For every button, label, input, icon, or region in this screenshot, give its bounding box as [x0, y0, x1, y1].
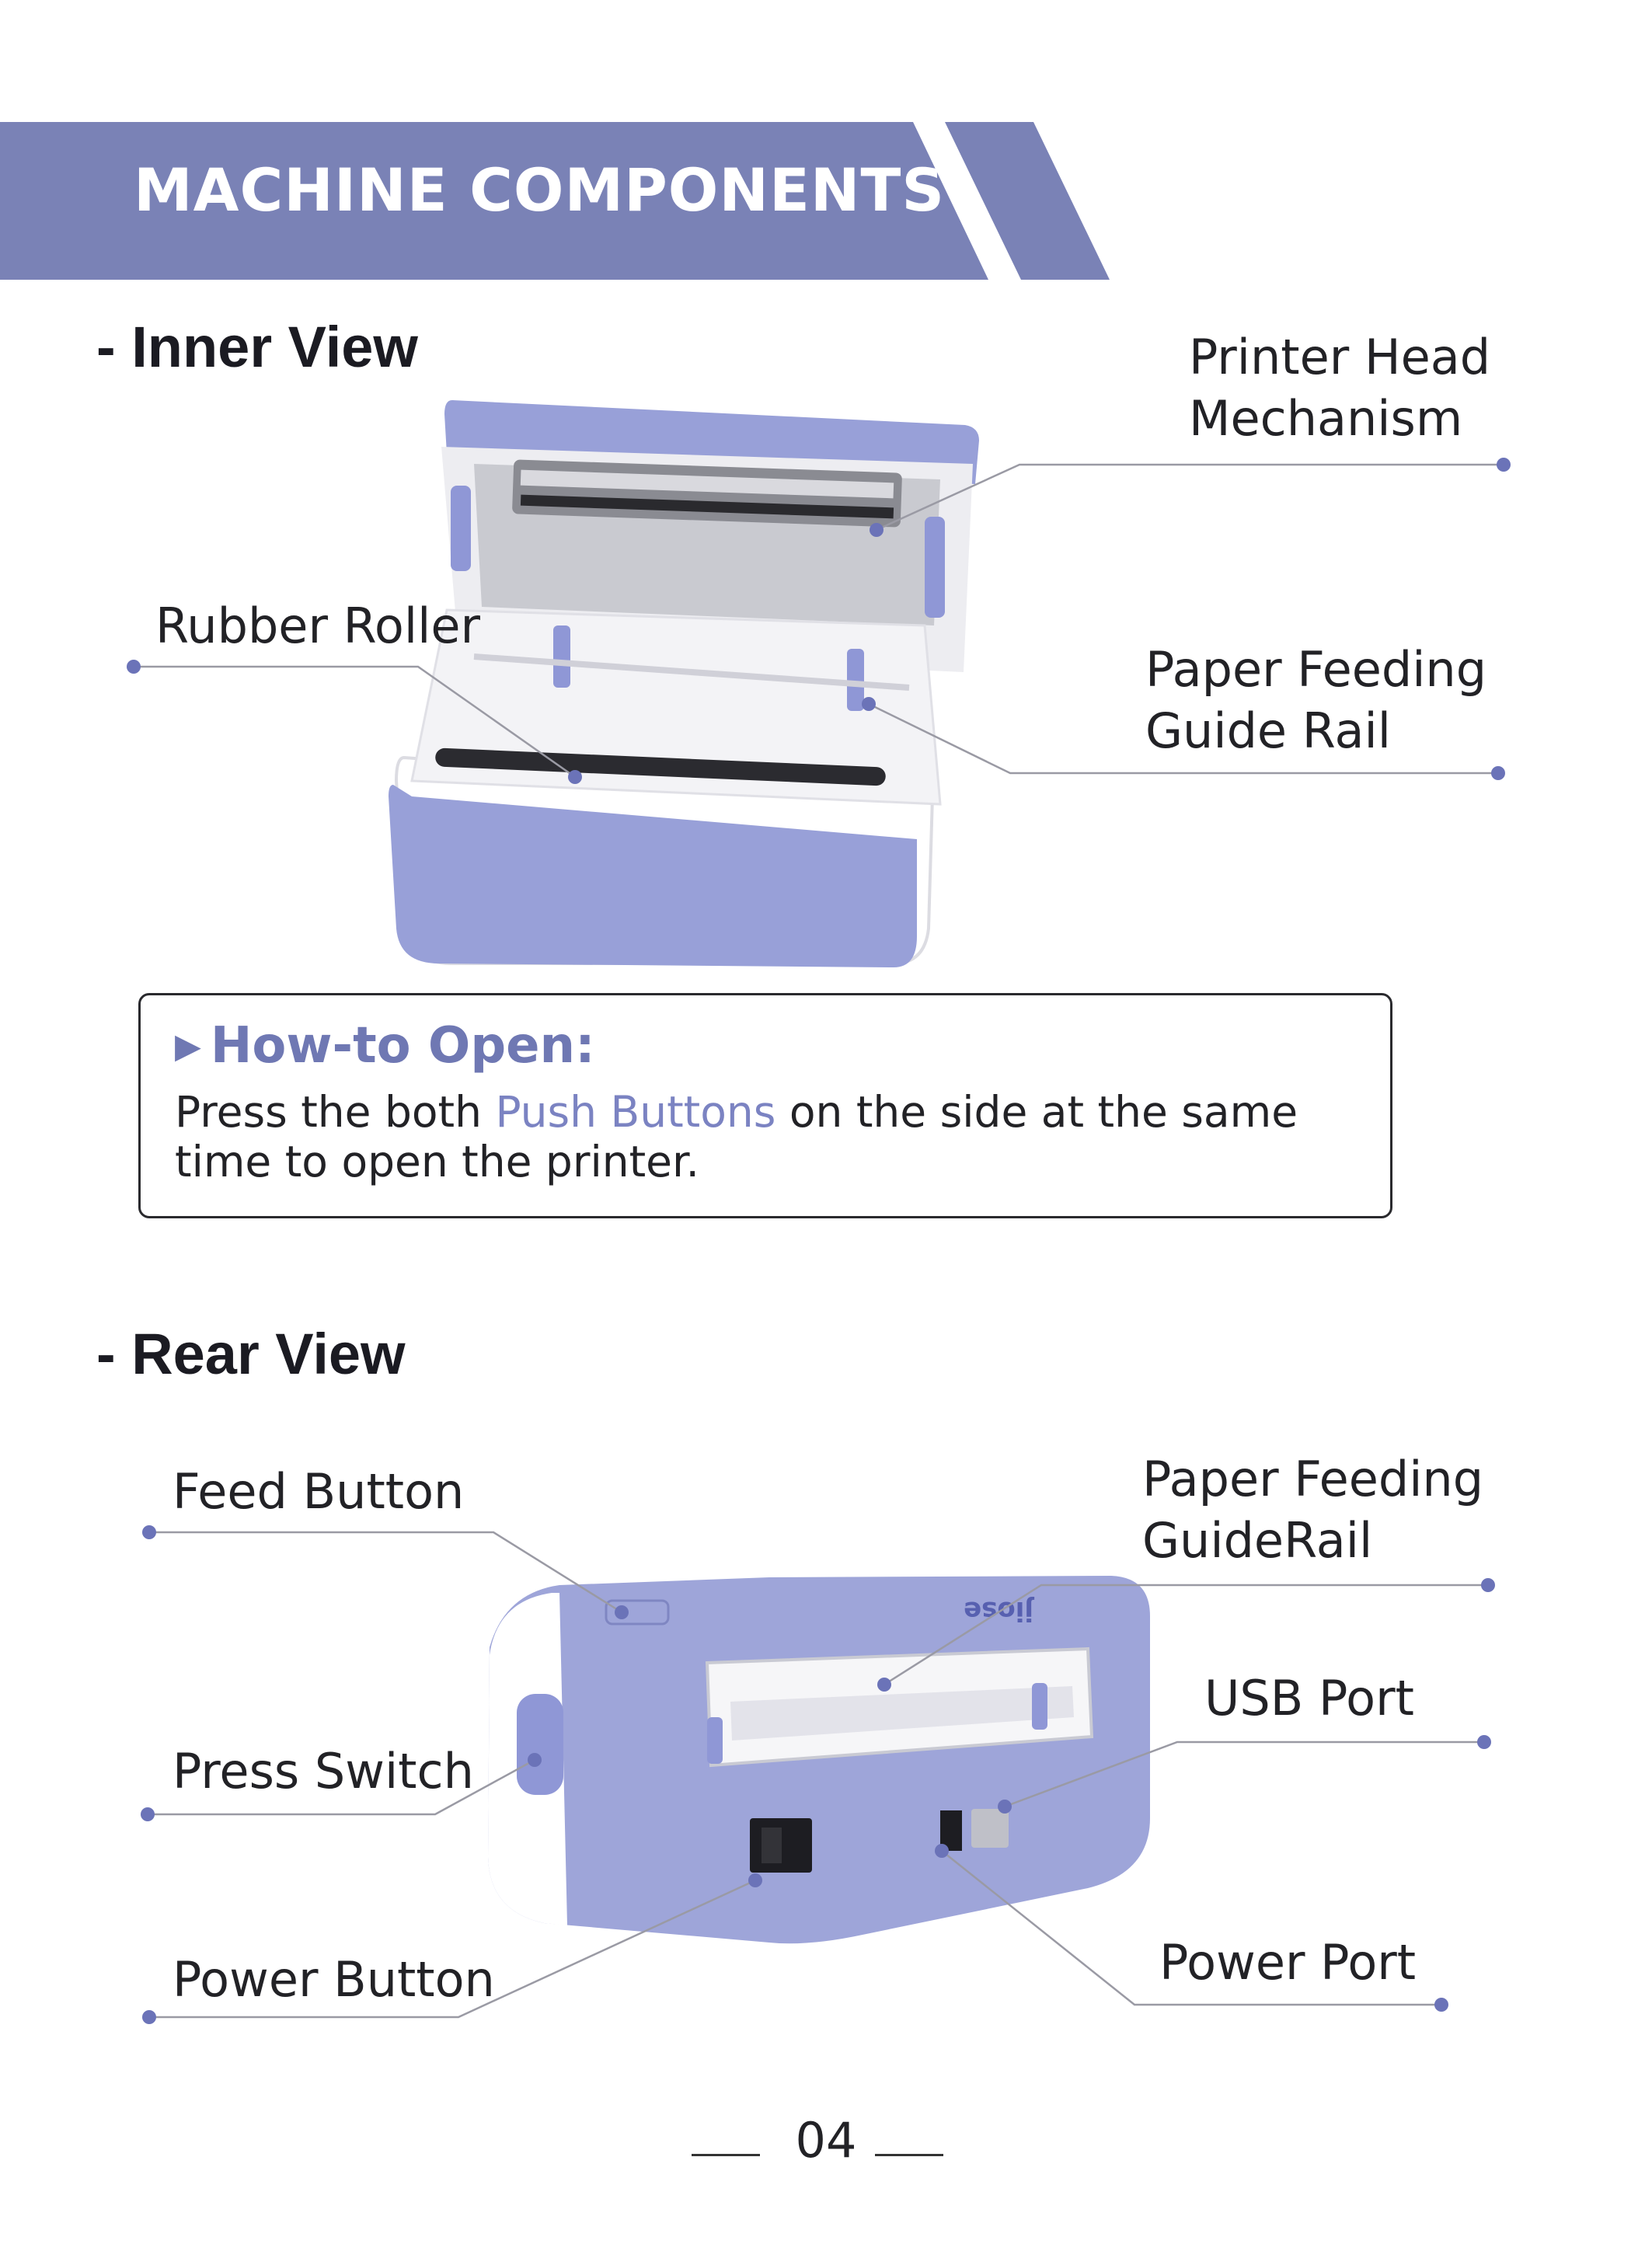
- label-paper-feeding-guiderail: Paper Feeding GuideRail: [1142, 1448, 1483, 1572]
- play-triangle-icon: ▶: [175, 1026, 201, 1066]
- inner-view-title: - Inner View: [96, 315, 418, 379]
- label-printer-head-line2: Mechanism: [1189, 390, 1463, 448]
- label-usb-port: USB Port: [1204, 1670, 1414, 1727]
- page-number-rule-left: [692, 2154, 760, 2156]
- rear-view-title: - Rear View: [96, 1322, 406, 1386]
- how-to-open-text-after: on the side at the same time to open the…: [175, 1087, 1298, 1186]
- label-printer-head-line1: Printer Head: [1189, 329, 1491, 385]
- how-to-open-title: ▶How-to Open:: [175, 1017, 595, 1075]
- label-guiderail-line1: Paper Feeding: [1142, 1451, 1484, 1507]
- label-press-switch: Press Switch: [173, 1743, 474, 1800]
- header-banner: MACHINE COMPONENTS: [0, 0, 1127, 295]
- inner-view-printer-image: [389, 400, 979, 967]
- label-rubber-roller: Rubber Roller: [155, 598, 480, 654]
- page-number: 04: [795, 2112, 857, 2169]
- how-to-open-title-text: How-to Open:: [210, 1017, 595, 1075]
- rear-view-printer-image: jiose: [488, 1576, 1150, 1944]
- how-to-open-text-before: Press the both: [175, 1087, 496, 1137]
- push-buttons-highlight: Push Buttons: [495, 1087, 776, 1137]
- banner-shape: [0, 122, 1110, 280]
- label-printer-head-mechanism: Printer Head Mechanism: [1189, 326, 1490, 450]
- label-paper-feeding-guide-rail: Paper Feeding Guide Rail: [1145, 639, 1486, 762]
- page-title: MACHINE COMPONENTS: [134, 155, 946, 225]
- label-guide-rail-line2: Guide Rail: [1145, 702, 1391, 760]
- how-to-open-text: Press the both Push Buttons on the side …: [175, 1087, 1371, 1186]
- label-power-button: Power Button: [173, 1951, 495, 2008]
- label-guiderail-line2: GuideRail: [1142, 1512, 1373, 1570]
- label-guide-rail-line1: Paper Feeding: [1145, 641, 1487, 698]
- page-number-rule-right: [875, 2154, 943, 2156]
- label-feed-button: Feed Button: [173, 1463, 465, 1520]
- how-to-open-box: ▶How-to Open: Press the both Push Button…: [138, 993, 1392, 1218]
- label-power-port: Power Port: [1159, 1934, 1417, 1991]
